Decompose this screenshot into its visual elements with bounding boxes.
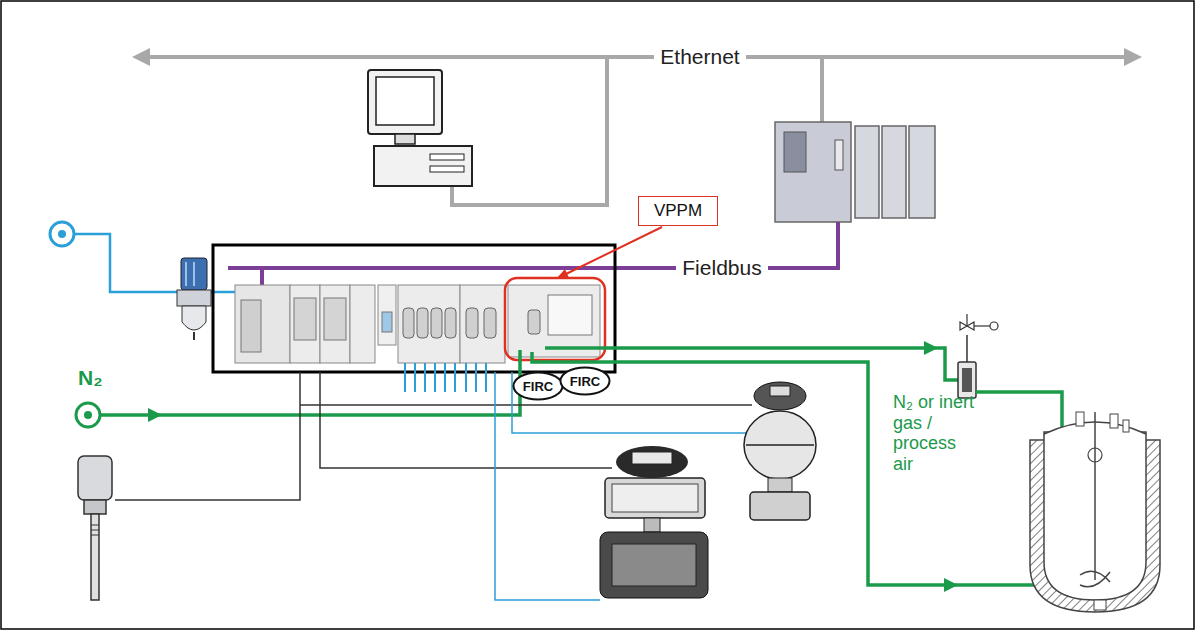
node-label: FIRC xyxy=(570,374,600,389)
gas-label: N₂ xyxy=(78,366,103,390)
instrument-symbol: FIRC xyxy=(559,366,611,396)
network-label: Fieldbus xyxy=(676,256,767,280)
network-label: Ethernet xyxy=(654,45,745,69)
instrument-symbol: FIRC xyxy=(512,371,564,401)
gas-label: N₂ or inert gas / process air xyxy=(893,392,975,475)
callout-box: VPPM xyxy=(638,196,718,226)
node-label: VPPM xyxy=(654,201,702,221)
node-label: FIRC xyxy=(523,379,553,394)
